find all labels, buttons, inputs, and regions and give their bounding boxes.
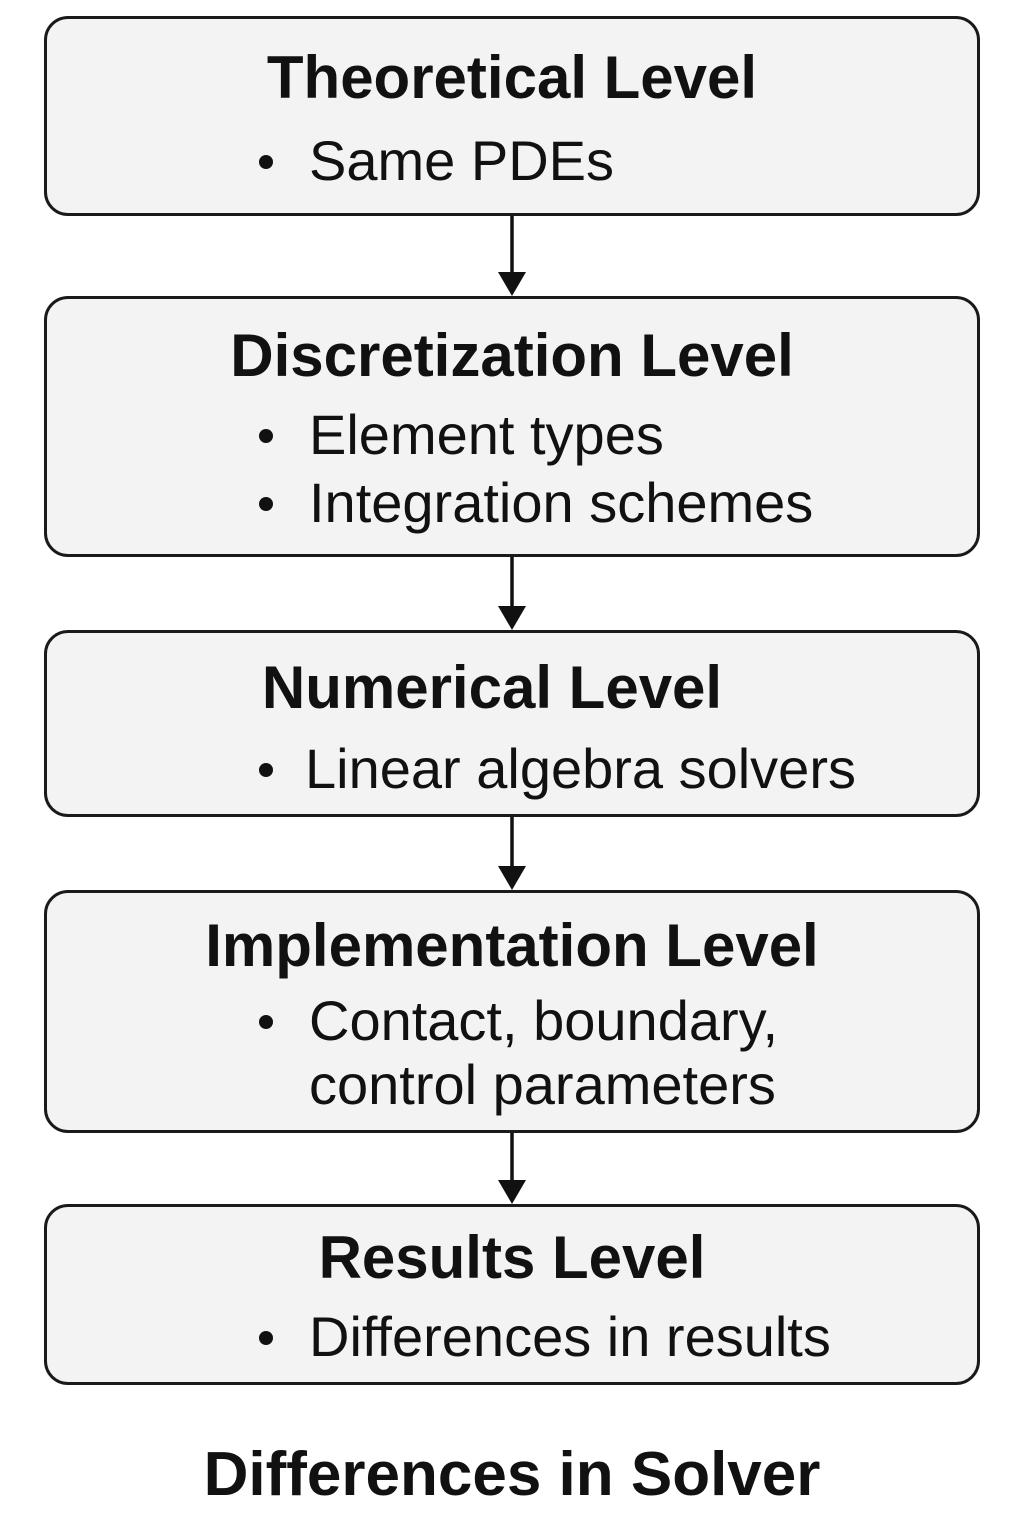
bullet-dot-icon — [259, 155, 273, 169]
level-title: Implementation Level — [205, 912, 819, 979]
level-bullet-list: Contact, boundary, control parameters — [47, 987, 977, 1116]
numerical-level-box: Numerical Level Linear algebra solvers — [44, 630, 980, 817]
level-bullet-item: Integration schemes — [47, 469, 977, 537]
bullet-text: Differences in results — [309, 1305, 831, 1368]
theoretical-level-box: Theoretical Level Same PDEs — [44, 16, 980, 216]
level-title: Discretization Level — [230, 322, 794, 389]
bullet-text: Same PDEs — [309, 129, 614, 192]
results-level-box: Results Level Differences in results — [44, 1204, 980, 1385]
diagram-caption: Differences in Solver — [203, 1440, 821, 1509]
discretization-level-box: Discretization Level Element types Integ… — [44, 296, 980, 557]
bullet-dot-icon — [259, 497, 273, 511]
bullet-dot-icon — [259, 429, 273, 443]
bullet-text: Linear algebra solvers — [305, 737, 856, 800]
arrow-theoretical-to-discretization — [498, 216, 526, 296]
level-title: Results Level — [318, 1224, 706, 1291]
bullet-dot-icon — [259, 763, 273, 777]
level-bullet-continuation: control parameters — [47, 1051, 977, 1116]
arrow-discretization-to-numerical — [498, 557, 526, 630]
arrow-numerical-to-implementation — [498, 817, 526, 890]
arrow-implementation-to-results — [498, 1133, 526, 1204]
bullet-dot-icon — [259, 1331, 273, 1345]
level-bullet-list: Element types Integration schemes — [47, 401, 977, 537]
bullet-text: Integration schemes — [309, 471, 814, 534]
level-title: Theoretical Level — [266, 44, 758, 111]
level-bullet-item: Element types — [47, 401, 977, 469]
implementation-level-box: Implementation Level Contact, boundary, … — [44, 890, 980, 1133]
level-title: Numerical Level — [261, 654, 723, 721]
bullet-text: Contact, boundary, — [309, 989, 779, 1052]
level-bullet-item: Contact, boundary, — [47, 987, 977, 1052]
bullet-text: Element types — [309, 403, 664, 466]
bullet-dot-icon — [259, 1015, 273, 1029]
bullet-text: control parameters — [309, 1053, 776, 1116]
